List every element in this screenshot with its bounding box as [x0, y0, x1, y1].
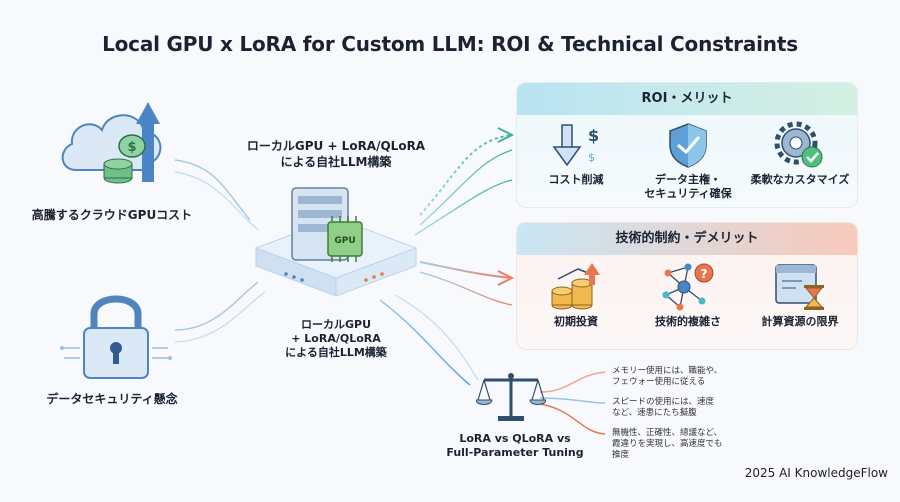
comparison-label: LoRA vs QLoRA vs Full-Parameter Tuning [446, 432, 584, 459]
balance-scale-icon [476, 373, 546, 421]
con-item-resources: 計算資源の限界 [745, 261, 855, 329]
cloud-cost-label: 高騰するクラウドGPUコスト [31, 208, 193, 222]
roi-item-cost-label: コスト削減 [548, 173, 604, 186]
shield-check-icon [669, 123, 707, 168]
footer-credit: 2025 AI KnowledgeFlow [744, 466, 888, 480]
comparison-note-1: メモリー使用には、職能や、 フェウォー使用に従える [612, 366, 723, 387]
svg-text:$: $ [588, 126, 599, 145]
page-title: Local GPU x LoRA for Custom LLM: ROI & T… [102, 32, 798, 56]
comparison-note-3: 無機性、正確性、總議など、 霞違りを実現し、高速度でも 推度 [612, 428, 723, 460]
con-item-investment-label: 初期投資 [554, 315, 598, 328]
roi-panel: ROI・メリット $ $ コスト削減 データ主権・ セキュリティ確保 [516, 82, 858, 208]
cloud-cost-icon: $ [61, 102, 162, 184]
roi-item-custom: 柔軟なカスタマイズ [745, 121, 855, 187]
gear-check-icon [774, 121, 823, 168]
con-item-complexity-label: 技術的複雑さ [655, 315, 721, 328]
cost-down-icon: $ $ [552, 124, 599, 167]
roi-item-security-label: データ主権・ セキュリティ確保 [644, 173, 732, 200]
con-item-complexity: ? 技術的複雑さ [633, 261, 743, 329]
gpu-server-icon [254, 187, 418, 297]
roi-item-cost: $ $ コスト削減 [521, 121, 631, 187]
comparison-note-2: スピードの使用には、速度 など、速患にたち擬腹 [612, 397, 715, 418]
constraints-header: 技術的制約・デメリット [517, 223, 857, 255]
padlock-icon [60, 295, 172, 379]
roi-item-custom-label: 柔軟なカスタマイズ [750, 173, 850, 186]
roi-item-security: データ主権・ セキュリティ確保 [633, 121, 743, 201]
constraints-panel: 技術的制約・デメリット 初期投資 [516, 222, 858, 350]
con-item-investment: 初期投資 [521, 261, 631, 329]
gpu-chip-label: GPU [334, 236, 356, 246]
svg-text:$: $ [127, 140, 136, 155]
coin-stack-icon [551, 263, 600, 310]
svg-text:?: ? [701, 267, 708, 281]
con-item-resources-label: 計算資源の限界 [761, 315, 839, 328]
security-label: データセキュリティ懸念 [46, 392, 178, 406]
roi-header: ROI・メリット [517, 83, 857, 115]
center-top-label: ローカルGPU + LoRA/QLoRA による自社LLM構築 [246, 139, 426, 169]
svg-text:$: $ [588, 151, 595, 164]
network-question-icon: ? [662, 263, 714, 311]
center-bottom-label: ローカルGPU + LoRA/QLoRA による自社LLM構築 [285, 318, 387, 359]
hourglass-window-icon [775, 264, 824, 310]
